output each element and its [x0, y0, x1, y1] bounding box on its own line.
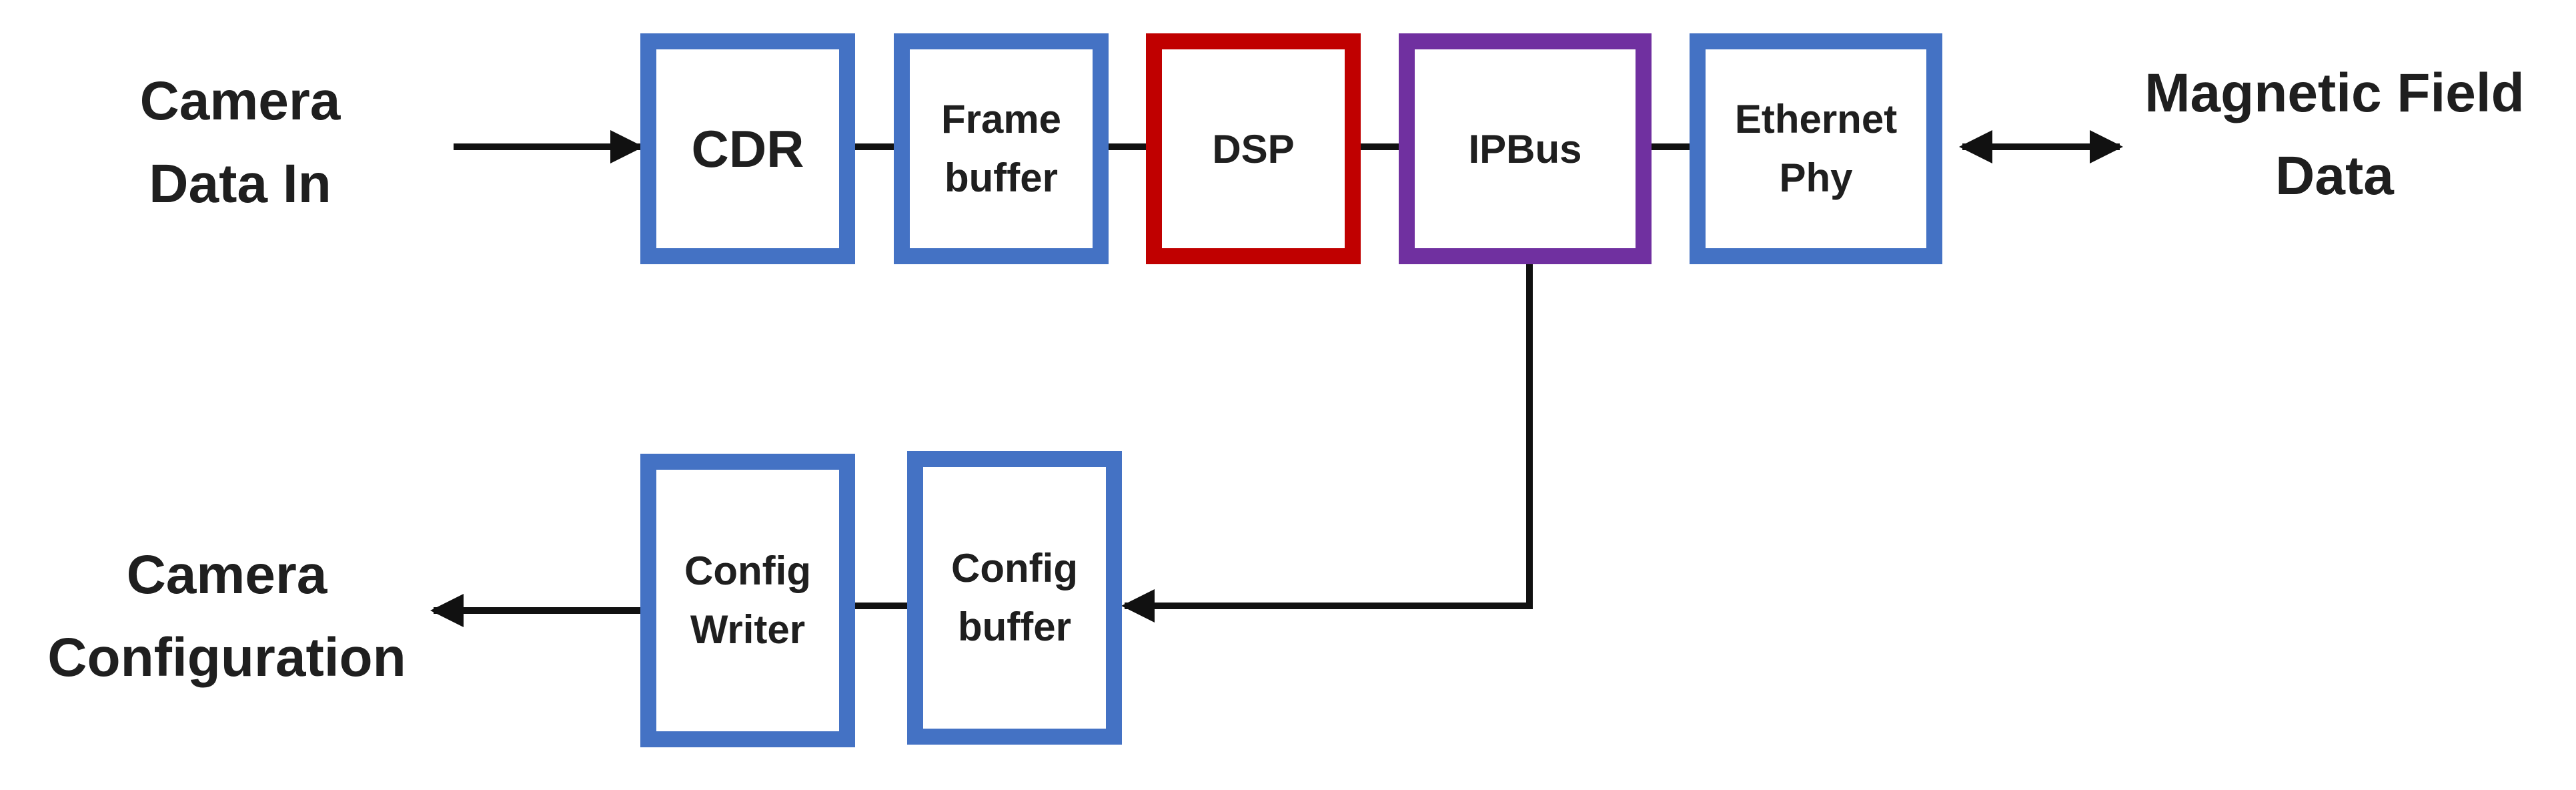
config-buffer-block: Config buffer: [907, 451, 1122, 745]
magnetic-field-data-label: Magnetic Field Data: [2144, 63, 2525, 206]
cdr-block: CDR: [640, 33, 855, 264]
ipbus-to-config-buffer-arrow: [1121, 255, 1533, 623]
camera-data-in-label: Camera Data In: [139, 71, 341, 214]
config-writer-block: Config Writer: [640, 454, 855, 747]
cdr-label: CDR: [691, 119, 804, 178]
ipbus-block: IPBus: [1399, 33, 1652, 264]
dsp-block: DSP: [1146, 33, 1361, 264]
dsp-label: DSP: [1212, 126, 1295, 171]
frame-buffer-label: Frame buffer: [940, 97, 1062, 200]
ethernet-phy-block: Ethernet Phy: [1690, 33, 1942, 264]
camera-configuration-label: Camera Configuration: [47, 544, 406, 688]
config-buffer-label: Config buffer: [951, 546, 1078, 649]
ipbus-label: IPBus: [1468, 126, 1582, 171]
frame-buffer-block: Frame buffer: [894, 33, 1109, 264]
config-writer-label: Config Writer: [684, 548, 811, 652]
ethernet-phy-label: Ethernet Phy: [1734, 97, 1898, 200]
